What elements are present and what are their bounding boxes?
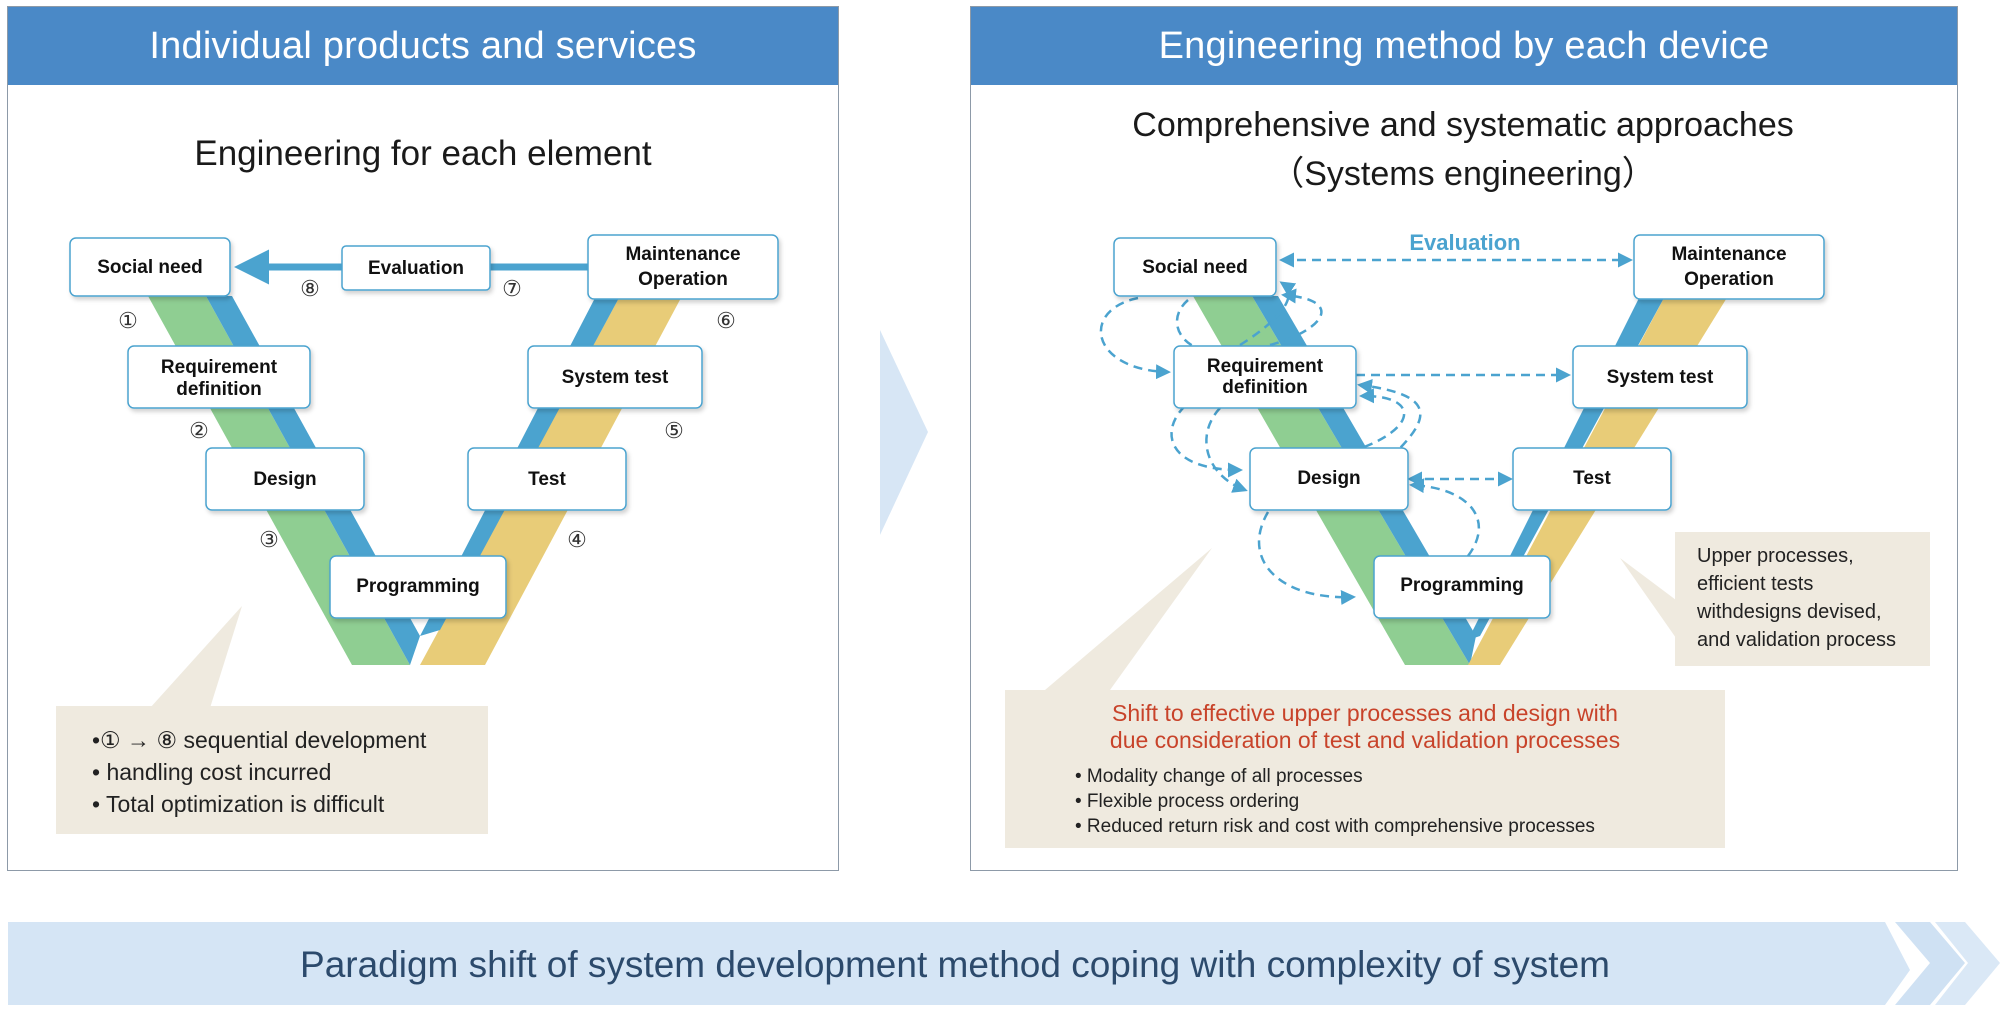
step-number-5: ⑤ [664, 418, 684, 443]
left-note-line: •① → ⑧ sequential development [92, 727, 427, 753]
right-social-need-label: Social need [1142, 257, 1248, 278]
left-design-label: Design [253, 469, 316, 490]
right-design-label: Design [1297, 468, 1360, 489]
loop-arrow [1257, 511, 1356, 605]
side-note-line: and validation process [1697, 629, 1897, 651]
side-note-line: withdesigns devised, [1697, 601, 1882, 623]
loop-arrow [1205, 407, 1248, 493]
left-programming-box [329, 555, 507, 619]
step-number-3: ③ [259, 527, 279, 552]
left-system-test-label: System test [562, 367, 669, 388]
right-programming-box [1373, 555, 1551, 619]
step-number-7: ⑦ [502, 276, 522, 301]
right-requirement-box [1173, 345, 1357, 409]
right-subtitle-line2: （Systems engineering） [1270, 155, 1656, 193]
right-side-note-bg [1675, 532, 1930, 666]
left-note-line: • Total optimization is difficult [92, 791, 385, 817]
right-maintenance-label-2: Operation [1684, 269, 1774, 290]
bottom-banner-text: Paradigm shift of system development met… [300, 944, 1610, 985]
step-number-1: ① [118, 308, 138, 333]
left-test-label: Test [528, 469, 566, 490]
left-note-pointer [150, 606, 242, 708]
loop-arrow [1349, 388, 1406, 454]
main-note-heading-line: due consideration of test and validation… [1109, 727, 1621, 753]
left-evaluation-label: Evaluation [368, 258, 464, 279]
side-note-line: Upper processes, [1697, 545, 1854, 567]
right-subtitle-line1: Comprehensive and systematic approaches [1132, 106, 1793, 144]
main-note-item: • Modality change of all processes [1075, 766, 1363, 787]
side-note-line: efficient tests [1697, 573, 1814, 595]
right-test-box [1512, 447, 1672, 511]
left-social-need-label: Social need [97, 257, 203, 278]
banner-chevron-icon [1935, 922, 2000, 1005]
right-test-label: Test [1573, 468, 1611, 489]
right-feedback-arrows [1099, 252, 1633, 605]
left-requirement-label-2: definition [176, 379, 261, 400]
right-design-box [1249, 447, 1409, 511]
right-system-test-label: System test [1607, 367, 1714, 388]
left-panel-header: Individual products and services [8, 7, 838, 85]
step-number-8: ⑧ [300, 276, 320, 301]
main-note-item: • Flexible process ordering [1075, 791, 1300, 812]
left-requirement-box [127, 345, 311, 409]
right-social-need-box [1113, 237, 1277, 297]
main-note-heading-line: Shift to effective upper processes and d… [1112, 700, 1618, 726]
banner-chevron-icon [1895, 922, 1965, 1005]
main-note-item: • Reduced return risk and cost with comp… [1075, 816, 1595, 837]
loop-arrow [1099, 296, 1171, 380]
step-number-2: ② [189, 418, 209, 443]
right-side-note: Upper processes, efficient tests withdes… [1675, 532, 1930, 666]
left-note-bg [56, 706, 488, 834]
right-main-note-bg [1005, 690, 1725, 848]
right-requirement-label-2: definition [1222, 377, 1307, 398]
right-system-test-box [1572, 345, 1748, 409]
left-note: •① → ⑧ sequential development • handling… [56, 708, 488, 834]
step-number-4: ④ [567, 527, 587, 552]
left-programming-label: Programming [356, 576, 480, 597]
right-maintenance-box [1633, 234, 1825, 300]
loop-arrow [1170, 405, 1243, 478]
left-requirement-label-1: Requirement [161, 357, 278, 378]
left-maintenance-label-1: Maintenance [625, 244, 740, 265]
loop-arrow [1409, 478, 1481, 557]
right-main-note-pointer [1045, 548, 1212, 690]
left-test-box [467, 447, 627, 511]
right-evaluation-label: Evaluation [1409, 230, 1520, 255]
left-design-box [205, 447, 365, 511]
right-panel-header: Engineering method by each device [971, 7, 1957, 85]
left-maintenance-label-2: Operation [638, 269, 728, 290]
right-main-note: Shift to effective upper processes and d… [1005, 690, 1725, 848]
loop-arrow [1239, 281, 1297, 347]
left-social-need-box [69, 237, 231, 297]
right-programming-label: Programming [1400, 575, 1524, 596]
left-subtitle: Engineering for each element [194, 134, 652, 173]
step-number-6: ⑥ [716, 308, 736, 333]
loop-arrow [1357, 379, 1422, 459]
left-evaluation-box [341, 245, 491, 291]
right-maintenance-label-1: Maintenance [1671, 244, 1786, 265]
center-chevron-arrow [880, 330, 928, 535]
left-system-test-box [527, 345, 703, 409]
loop-arrow [1269, 288, 1323, 347]
right-requirement-label-1: Requirement [1207, 356, 1324, 377]
bottom-banner-bar [8, 922, 1910, 1005]
right-side-note-pointer [1620, 558, 1676, 638]
left-maintenance-box [587, 234, 779, 300]
left-note-line: • handling cost incurred [92, 759, 332, 785]
